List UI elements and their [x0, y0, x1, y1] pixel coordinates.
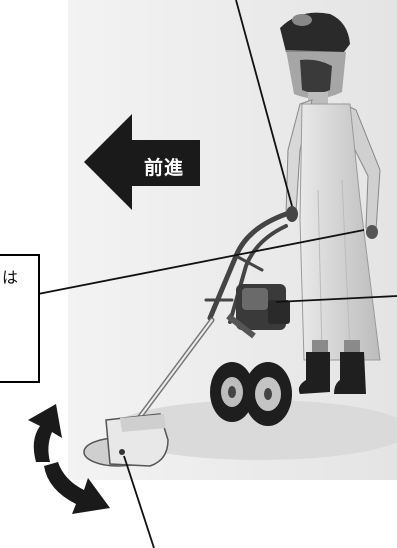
operator-figure	[280, 12, 381, 394]
callout-text: は	[2, 268, 19, 287]
forward-label: 前進	[143, 157, 184, 179]
callout-box: は	[0, 254, 40, 383]
leader-lines	[37, 0, 397, 548]
forward-arrow	[84, 114, 200, 210]
swing-arrow	[28, 404, 110, 514]
cutter-head	[83, 413, 169, 467]
ground-shadow	[110, 400, 397, 460]
wheels	[210, 362, 292, 426]
engine	[226, 284, 290, 339]
